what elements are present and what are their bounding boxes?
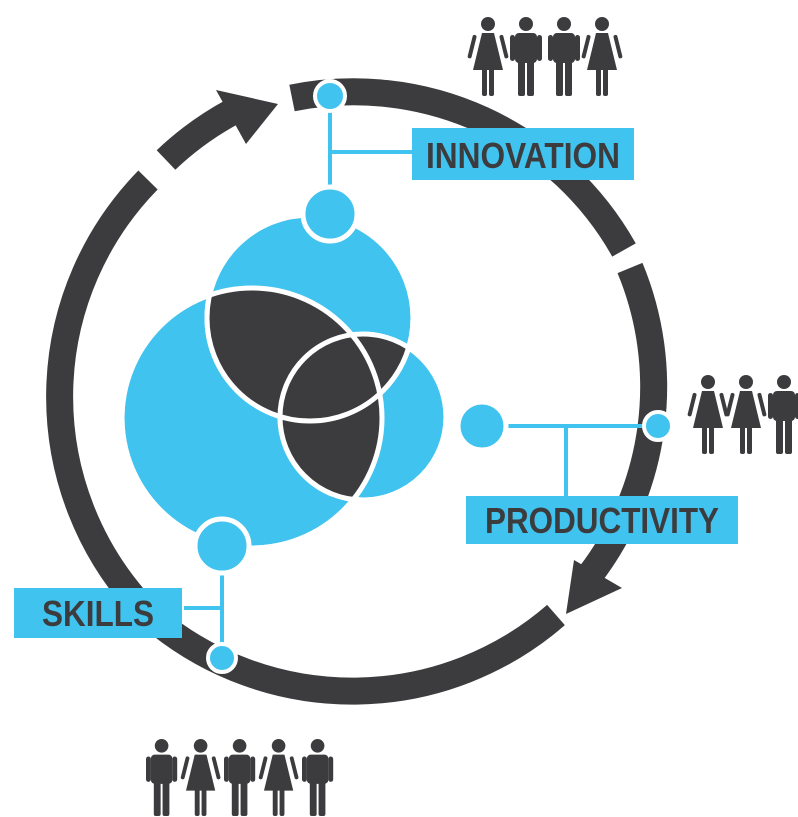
arrowhead-icon (216, 90, 278, 144)
label-productivity-box (466, 496, 738, 544)
ring-arc-top (289, 78, 636, 257)
people-group-bottom (146, 738, 334, 816)
woman-icon (258, 738, 299, 816)
man-icon (224, 738, 256, 816)
label-productivity: PRODUCTIVITY (466, 496, 738, 544)
label-innovation-text: INNOVATION (426, 135, 620, 176)
node-dots (192, 79, 674, 674)
overlap-large-right (280, 334, 382, 500)
label-skills-box (14, 588, 182, 638)
people-group-right (687, 375, 798, 454)
woman-icon (725, 375, 767, 454)
ring-arc-top-left (156, 100, 239, 170)
man-icon (548, 17, 580, 96)
arrowhead-icon (566, 560, 622, 614)
woman-icon (467, 17, 509, 96)
node-productivity-ring (642, 410, 674, 442)
man-icon (302, 738, 334, 816)
woman-icon (180, 738, 221, 816)
label-innovation: INNOVATION (412, 128, 634, 180)
label-skills: SKILLS (14, 588, 182, 638)
outline-large (119, 285, 385, 551)
woman-icon (687, 375, 729, 454)
people-group-top (467, 17, 623, 96)
man-icon (510, 17, 542, 96)
venn-diagram (119, 212, 449, 551)
node-skills-ring (206, 642, 238, 674)
node-productivity-venn (455, 399, 509, 453)
node-innovation-venn (300, 184, 360, 244)
man-icon (768, 375, 798, 454)
node-innovation-top (313, 79, 347, 113)
connectors (184, 108, 658, 646)
node-skills-venn (192, 516, 252, 576)
label-innovation-box (412, 128, 634, 180)
man-icon (146, 738, 178, 816)
woman-icon (581, 17, 623, 96)
label-skills-text: SKILLS (42, 593, 154, 634)
cycle-ring (46, 78, 668, 705)
ring-arc-left (46, 170, 158, 615)
label-productivity-text: PRODUCTIVITY (485, 500, 719, 541)
